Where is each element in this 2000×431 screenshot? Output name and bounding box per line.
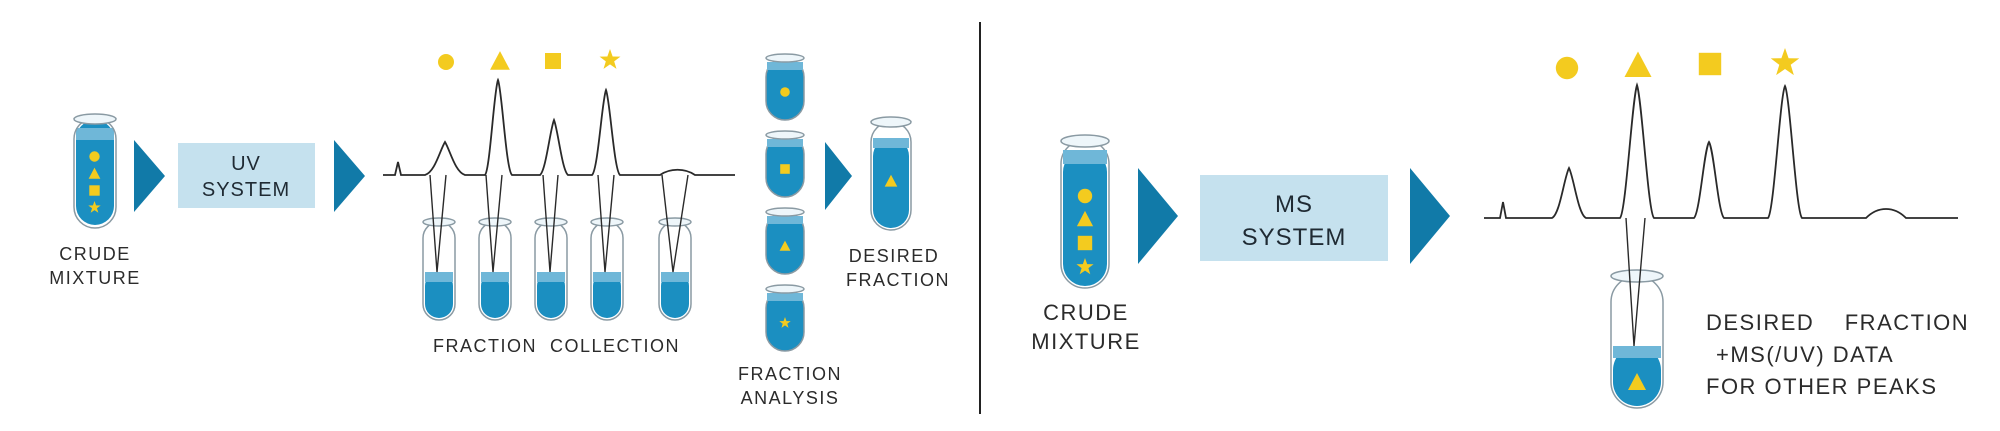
arrow-right-icon [825,142,852,210]
ms-system-label-1: MS [1275,191,1313,218]
fraction-collection-tubes [422,174,692,321]
fraction-analysis-tubes [765,53,805,352]
square-icon [780,164,790,174]
arrow-right-icon [1138,168,1178,264]
crude-mixture-label-right-2: MIXTURE [1031,329,1141,354]
uv-system-box [178,143,315,208]
crude-mixture-label-right-1: CRUDE [1043,300,1129,325]
desired-fraction-tube-left [870,116,912,231]
result-label-1: DESIRED FRACTION [1706,310,1969,335]
crude-mixture-tube-right [1060,134,1110,289]
crude-mixture-tube-left [73,113,117,229]
circle-icon [780,87,790,97]
fraction-analysis-label-1: FRACTION [738,364,842,384]
arrow-right-icon [134,140,165,212]
square-icon [1698,52,1722,76]
result-label-2: +MS(/UV) DATA [1716,342,1894,367]
ms-system-label-2: SYSTEM [1242,224,1347,251]
star-icon [1770,48,1800,76]
result-label-3: FOR OTHER PEAKS [1706,374,1938,399]
uv-system-label-2: SYSTEM [202,179,290,201]
fraction-collection-label: FRACTION COLLECTION [433,336,680,356]
circle-icon [438,54,454,70]
desired-fraction-tube-right [1610,217,1664,409]
circle-icon [89,151,100,162]
star-icon [599,49,621,69]
desired-fraction-label-left-2: FRACTION [846,270,950,290]
square-icon [89,185,100,196]
ms-system-box [1200,175,1388,261]
uv-system-label-1: UV [231,153,261,175]
crude-mixture-label-left-2: MIXTURE [49,268,141,288]
square-icon [545,53,561,69]
ms-chromatogram-trace [1484,82,1958,219]
arrow-right-icon [334,140,365,212]
desired-fraction-label-left-1: DESIRED [849,246,940,266]
arrow-right-icon [1410,168,1450,264]
triangle-icon [490,51,510,70]
circle-icon [1077,188,1093,204]
fraction-analysis-label-2: ANALYSIS [741,388,840,408]
square-icon [1077,235,1093,251]
triangle-icon [1624,51,1652,77]
crude-mixture-label-left-1: CRUDE [59,244,131,264]
uv-chromatogram-trace [383,77,735,176]
circle-icon [1555,56,1579,80]
